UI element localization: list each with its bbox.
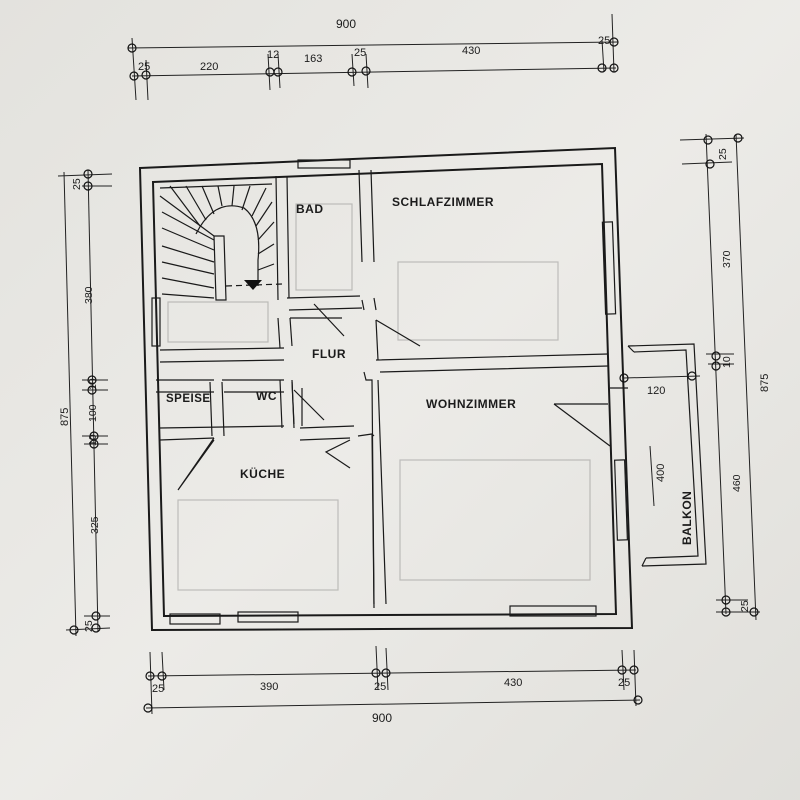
room-label-kueche: KÜCHE (240, 466, 285, 481)
dim-top-seg-3: 12 (267, 49, 279, 61)
dim-left-seg-2: 380 (83, 286, 95, 304)
dim-right-seg-5: 25 (739, 600, 751, 612)
dim-left-seg-7: 25 (83, 620, 95, 632)
room-label-flur: FLUR (312, 347, 346, 361)
dim-right-seg-2: 370 (721, 250, 733, 268)
dim-right-seg-3: 10 (721, 356, 733, 368)
room-label-speise: SPEISE (166, 393, 211, 405)
interior-walls (156, 169, 707, 609)
dim-top-seg-2: 220 (200, 61, 218, 73)
dim-left-seg-6: 325 (89, 516, 101, 534)
dim-left-seg-4: 100 (87, 404, 99, 422)
dimension-left: 875 25 380 10 100 10 325 25 (57, 169, 113, 637)
dim-top-seg-1: 25 (138, 61, 150, 73)
dim-bottom-seg-4: 430 (504, 677, 522, 689)
room-labels: BAD SCHLAFZIMMER FLUR SPEISE WC WOHNZIMM… (166, 195, 694, 545)
room-label-balkon: BALKON (680, 491, 694, 545)
dim-bottom-seg-5: 25 (618, 677, 630, 689)
dim-left-seg-5: 10 (87, 434, 99, 446)
dim-left-seg-1: 25 (71, 178, 83, 190)
dim-bottom-seg-1: 25 (152, 683, 164, 695)
staircase (159, 183, 283, 301)
dimension-bottom: 25 390 25 430 25 900 (143, 645, 643, 725)
dim-top-total: 900 (336, 17, 356, 31)
dimension-top: 900 25 220 12 163 25 430 25 (127, 13, 619, 101)
dim-balcony-width: 120 (647, 385, 665, 397)
furniture-hints (167, 203, 591, 591)
dim-top-seg-4: 163 (304, 53, 322, 65)
dim-left-seg-3: 10 (87, 378, 99, 390)
dim-bottom-seg-2: 390 (260, 681, 278, 693)
dim-right-total: 875 (759, 374, 771, 392)
dim-top-seg-7: 25 (598, 35, 610, 47)
dim-top-seg-5: 25 (354, 47, 366, 59)
dim-balcony-length: 400 (655, 464, 667, 482)
exterior-walls (138, 146, 634, 632)
dim-right-seg-1: 25 (717, 148, 729, 160)
dim-top-seg-6: 430 (462, 45, 480, 57)
room-label-wohnzimmer: WOHNZIMMER (426, 397, 516, 411)
dimension-right: 25 370 10 460 25 875 (679, 133, 771, 621)
windows (151, 159, 629, 625)
dim-bottom-total: 900 (372, 711, 392, 725)
dim-bottom-seg-3: 25 (374, 681, 386, 693)
dim-left-total: 875 (59, 408, 71, 426)
balcony-dimensions: 120 400 (619, 371, 701, 507)
room-label-schlafzimmer: SCHLAFZIMMER (392, 195, 494, 209)
room-label-wc: WC (256, 389, 277, 403)
room-label-bad: BAD (296, 202, 324, 216)
dim-right-seg-4: 460 (731, 474, 743, 492)
door-swings (177, 303, 628, 491)
